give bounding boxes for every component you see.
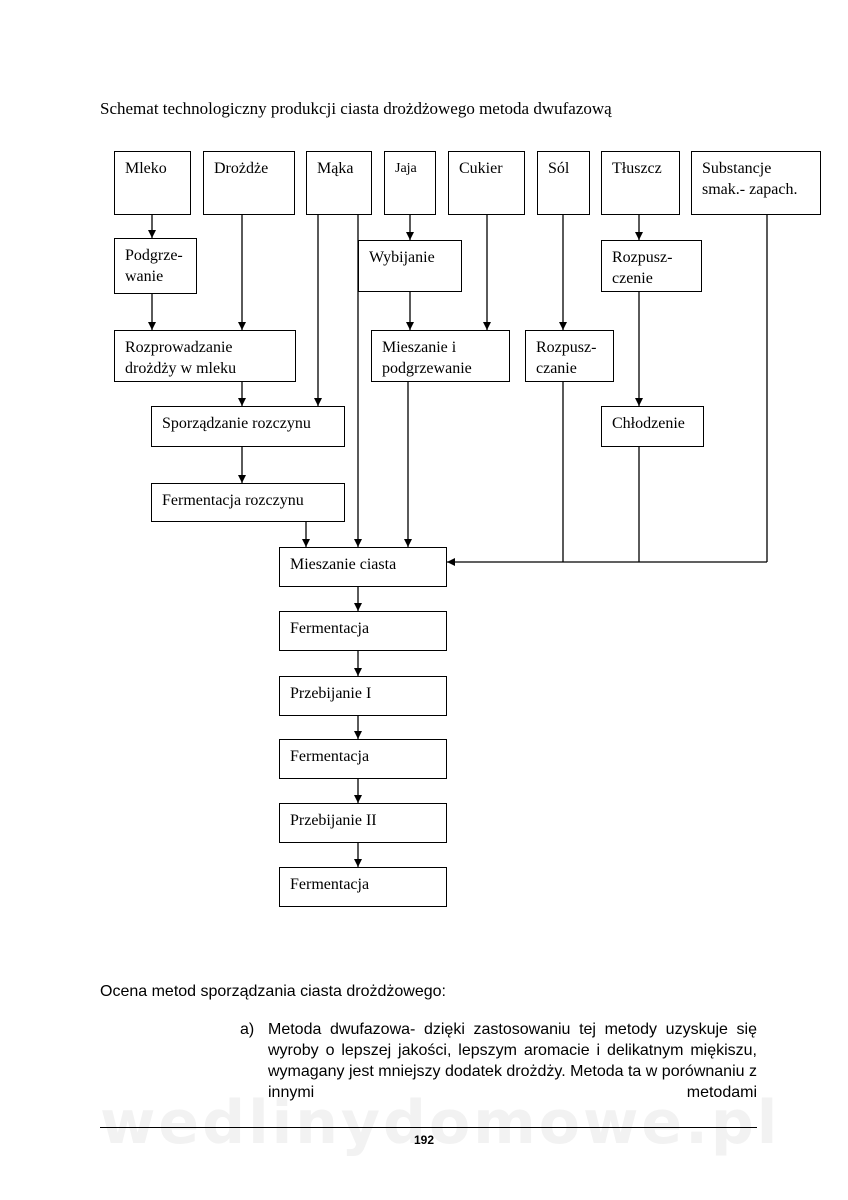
node-substancje: Substancje smak.- zapach.: [691, 151, 821, 215]
node-rozprowadzanie: Rozprowadzanie drożdży w mleku: [114, 330, 296, 382]
node-maka: Mąka: [306, 151, 372, 215]
node-fermentacja-2: Fermentacja: [279, 739, 447, 779]
node-podgrzewanie: Podgrze- wanie: [114, 238, 197, 294]
node-fermentacja-rozczynu: Fermentacja rozczynu: [151, 483, 345, 522]
node-mleko: Mleko: [114, 151, 191, 215]
node-sporzadzanie-rozczynu: Sporządzanie rozczynu: [151, 406, 345, 447]
page-number: 192: [413, 1133, 435, 1147]
section-subtitle: Ocena metod sporządzania ciasta drożdżow…: [100, 983, 446, 1000]
node-cukier: Cukier: [448, 151, 525, 215]
node-rozpuszczanie: Rozpusz- czanie: [525, 330, 614, 382]
node-chlodzenie: Chłodzenie: [601, 406, 704, 447]
node-rozpuszczenie: Rozpusz- czenie: [601, 240, 702, 292]
list-item-marker: a): [240, 1021, 255, 1038]
node-fermentacja-1: Fermentacja: [279, 611, 447, 651]
diagram-title: Schemat technologiczny produkcji ciasta …: [100, 99, 612, 118]
list-item-text: Metoda dwufazowa- dzięki zastosowaniu te…: [268, 1021, 757, 1101]
node-fermentacja-3: Fermentacja: [279, 867, 447, 907]
node-przebijanie-2: Przebijanie II: [279, 803, 447, 843]
node-tluszcz: Tłuszcz: [601, 151, 680, 215]
footer-divider: [100, 1127, 757, 1128]
node-przebijanie-1: Przebijanie I: [279, 676, 447, 716]
watermark: wedlinydomowe.pl: [100, 1088, 781, 1158]
node-wybijanie: Wybijanie: [358, 240, 462, 292]
node-mieszanie-podgrzewanie: Mieszanie i podgrzewanie: [371, 330, 510, 382]
node-drozdze: Drożdże: [203, 151, 295, 215]
node-jaja: Jaja: [384, 151, 436, 215]
node-mieszanie-ciasta: Mieszanie ciasta: [279, 547, 447, 587]
node-sol: Sól: [537, 151, 590, 215]
